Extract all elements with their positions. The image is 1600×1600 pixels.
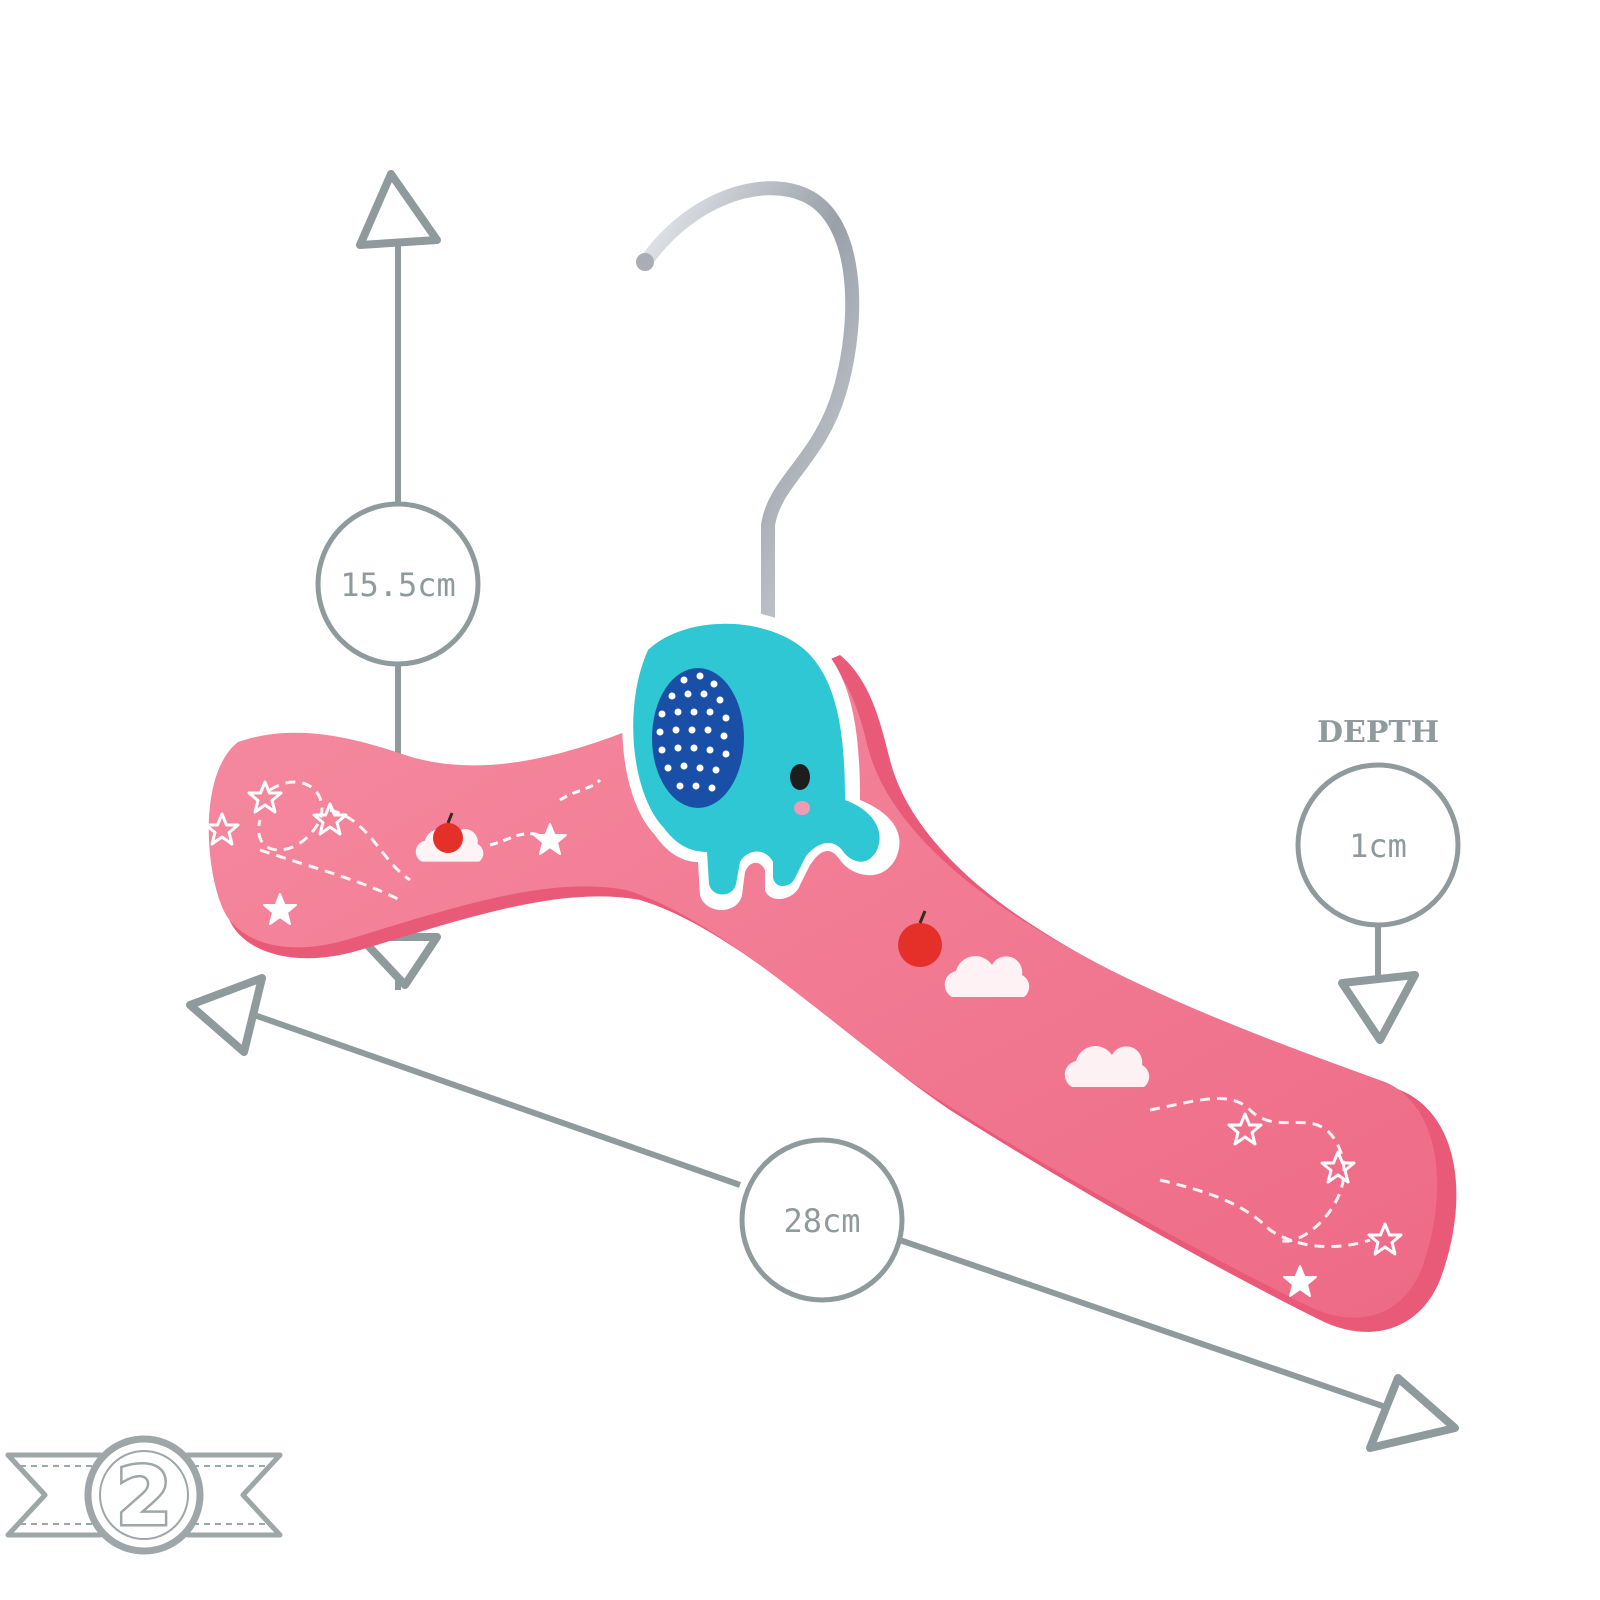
elephant-figure: [588, 610, 900, 910]
badge-circle: [84, 1435, 204, 1555]
height-label: 15.5cm: [340, 566, 456, 604]
arrow-down-icon: [1338, 971, 1419, 1044]
ear-dots: [656, 672, 730, 792]
hanger: [204, 181, 1457, 1332]
badge-inner-circle: [99, 1450, 189, 1540]
width-dimension: 28cm: [186, 974, 1459, 1452]
width-line-left: [239, 1007, 741, 1188]
arrow-up-icon: [356, 170, 441, 249]
apple-icon: [898, 923, 942, 967]
left-arm-pattern: [204, 778, 602, 925]
ribbon-left: [5, 1452, 103, 1538]
arrow-left-icon: [186, 974, 266, 1056]
quantity-badge: 2: [5, 1435, 283, 1555]
arrow-right-icon: [1366, 1374, 1459, 1452]
width-line-right: [887, 1233, 1401, 1415]
hanger-body: [208, 652, 1438, 1318]
apple-icon: [433, 823, 463, 853]
badge-number: 2: [116, 1450, 172, 1543]
depth-label: 1cm: [1349, 827, 1407, 865]
hanger-hook: [640, 181, 860, 647]
depth-dimension: DEPTH 1cm: [1295, 715, 1461, 1044]
elephant-tail-tuft: [588, 694, 632, 730]
right-arm-pattern: [898, 910, 1403, 1297]
height-label-circle: [315, 501, 481, 667]
elephant-cheek: [794, 801, 810, 815]
elephant-eye: [790, 764, 810, 790]
width-label-circle: [739, 1137, 905, 1303]
width-label: 28cm: [783, 1202, 860, 1240]
hook-tip: [636, 253, 654, 271]
depth-title: DEPTH: [1317, 715, 1439, 750]
